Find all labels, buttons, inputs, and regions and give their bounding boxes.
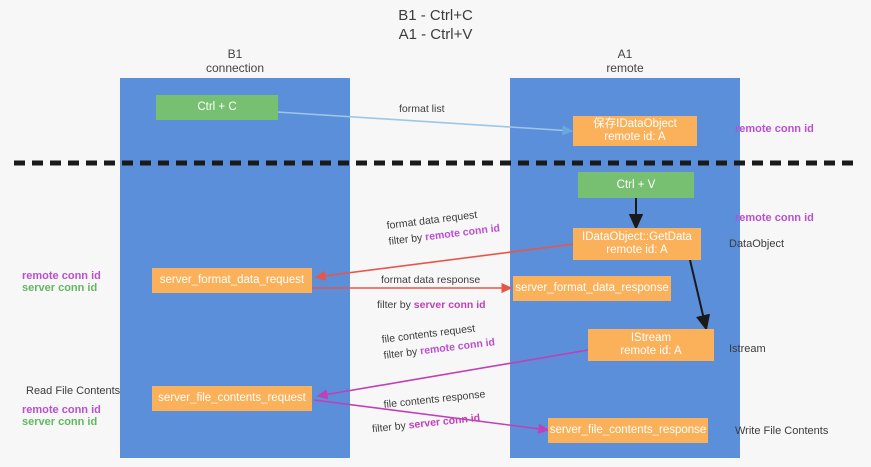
column-header-b1: B1 connection [205, 47, 265, 75]
edge-label-format-data-request-group: format data request filter by remote con… [386, 206, 501, 248]
diagram-title: B1 - Ctrl+C A1 - Ctrl+V [398, 7, 473, 43]
filter-key-server-conn-id: server conn id [408, 411, 481, 432]
annotation-right-dataobject: DataObject [729, 238, 785, 250]
filter-prefix: filter by [387, 231, 426, 248]
annotation-right-write-file-contents: Write File Contents [735, 425, 829, 437]
annotation-left-remote-conn-id-bottom: remote conn id [22, 404, 101, 416]
annotation-right-remote-conn-id-mid: remote conn id [735, 212, 814, 224]
edge-label-file-contents-response-group: file contents response filter by server … [371, 388, 488, 435]
filter-prefix: filter by [377, 299, 414, 311]
filter-key-server-conn-id: server conn id [413, 299, 486, 311]
edge-label-file-contents-response-filter: filter by server conn id [371, 411, 488, 436]
node-server-file-contents-response[interactable]: server_file_contents_response [548, 418, 708, 443]
node-server-file-contents-request[interactable]: server_file_contents_request [152, 386, 312, 411]
node-istream[interactable]: IStream remote id: A [588, 329, 714, 361]
node-save-idataobject[interactable]: 保存IDataObject remote id: A [573, 116, 697, 146]
edge-label-format-data-response-filter: filter by server conn id [377, 299, 486, 312]
annotation-left-server-conn-id-mid: server conn id [22, 282, 98, 294]
column-header-a1: A1 remote [606, 47, 644, 75]
annotation-right-remote-conn-id-top: remote conn id [735, 123, 814, 135]
edge-label-format-data-response: format data response [381, 274, 481, 286]
annotation-left-remote-conn-id-mid: remote conn id [22, 270, 101, 282]
edge-label-file-contents-request-group: file contents request filter by remote c… [381, 320, 496, 362]
node-server-format-data-request[interactable]: server_format_data_request [152, 268, 312, 293]
annotation-right-istream: Istream [729, 343, 766, 355]
filter-prefix: filter by [371, 419, 410, 436]
edge-label-format-data-response-group: format data response filter by server co… [377, 274, 486, 312]
filter-prefix: filter by [382, 345, 421, 362]
node-ctrl-v[interactable]: Ctrl + V [578, 172, 694, 198]
node-server-format-data-response[interactable]: server_format_data_response [513, 276, 671, 301]
node-idataobject-getdata[interactable]: IDataObject::GetData remote id: A [573, 228, 701, 260]
edge-label-file-contents-response: file contents response [383, 388, 486, 411]
edge-label-format-list: format list [399, 103, 445, 115]
annotation-left-read-file-contents: Read File Contents [26, 385, 121, 397]
annotation-left-server-conn-id-bottom: server conn id [22, 416, 98, 428]
node-ctrl-c[interactable]: Ctrl + C [156, 95, 278, 120]
